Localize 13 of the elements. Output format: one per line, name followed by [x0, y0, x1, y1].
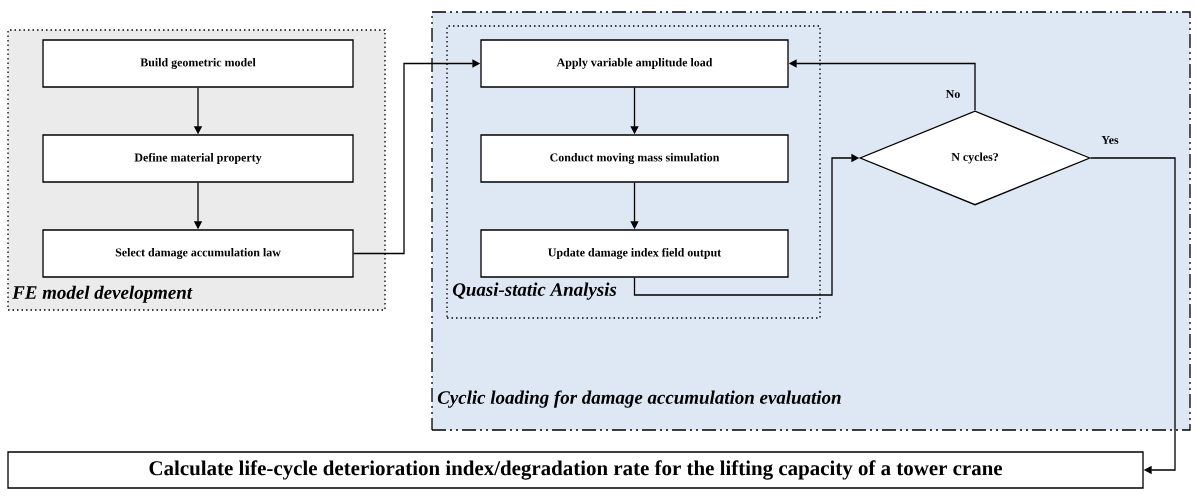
edge-label: Yes	[1100, 135, 1120, 145]
arrow	[1090, 157, 1176, 475]
result-box: Calculate life-cycle deterioration index/degradation rate for the lifting capacity of a tower crane	[7, 451, 1144, 489]
process-box: Apply variable amplitude load	[480, 39, 789, 88]
process-box: Conduct moving mass simulation	[480, 134, 789, 183]
group-heading: Quasi-static Analysis	[452, 282, 617, 300]
process-box: Update damage index field output	[480, 229, 789, 278]
process-box: Build geometric model	[42, 39, 354, 88]
process-box: Define material property	[42, 134, 354, 183]
edge-label: No	[944, 89, 962, 99]
group-heading: FE model development	[12, 285, 193, 303]
group-heading: Cyclic loading for damage accumulation evaluation	[437, 390, 841, 408]
process-box: Select damage accumulation law	[42, 229, 354, 278]
